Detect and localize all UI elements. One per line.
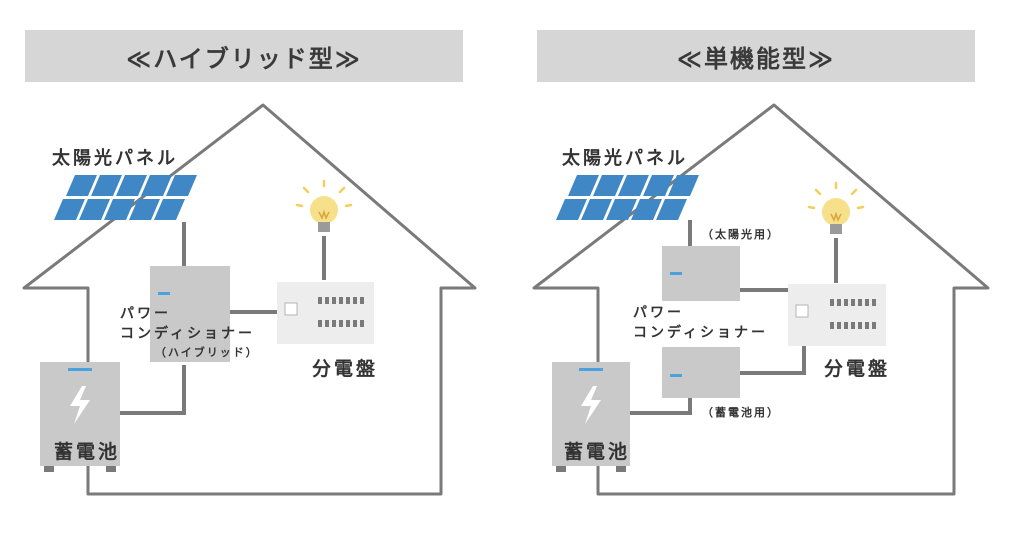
power-conditioner-battery bbox=[662, 347, 740, 398]
distribution-board bbox=[788, 284, 886, 346]
pc-hybrid-tag: （ハイブリッド） bbox=[155, 346, 259, 359]
single-title-bar: ≪単機能型≫ bbox=[537, 30, 975, 82]
house-outline bbox=[22, 103, 477, 496]
hybrid-title-bar: ≪ハイブリッド型≫ bbox=[25, 30, 463, 82]
battery-label: 蓄電池 bbox=[54, 441, 121, 463]
pc-label-line1: パワー bbox=[120, 306, 171, 322]
single-diagram: ≪単機能型≫ bbox=[512, 0, 1024, 538]
power-conditioner-hybrid bbox=[150, 266, 230, 362]
hybrid-diagram: ≪ハイブリッド型≫ bbox=[22, 30, 477, 496]
wires bbox=[120, 222, 326, 415]
lightning-icon bbox=[581, 386, 601, 424]
house-outline bbox=[532, 103, 990, 496]
pc-label-line2: コンディショナー bbox=[120, 326, 256, 342]
distribution-board bbox=[277, 282, 374, 344]
wires bbox=[630, 220, 838, 415]
pc-battery-tag: （蓄電池用） bbox=[702, 406, 780, 419]
single-title: ≪単機能型≫ bbox=[676, 44, 836, 73]
power-conditioner-solar bbox=[662, 246, 740, 301]
hybrid-house-drawing bbox=[22, 103, 477, 496]
distribution-board-label: 分電盤 bbox=[824, 358, 891, 380]
battery-unit bbox=[40, 362, 120, 472]
pc-solar-tag: （太陽光用） bbox=[702, 228, 780, 241]
power-conditioner-label: パワー コンディショナー bbox=[633, 303, 768, 343]
solar-panel-icon bbox=[556, 175, 699, 220]
solar-panel-label: 太陽光パネル bbox=[562, 148, 688, 169]
power-conditioner-label: パワー コンディショナー bbox=[120, 304, 255, 344]
light-bulb-icon bbox=[807, 181, 865, 234]
pc-label-line1: パワー bbox=[633, 305, 684, 321]
solar-panel-label: 太陽光パネル bbox=[52, 148, 178, 169]
pc-label-line2: コンディショナー bbox=[633, 325, 769, 341]
single-house-drawing bbox=[532, 103, 990, 496]
hybrid-title: ≪ハイブリッド型≫ bbox=[126, 44, 362, 73]
distribution-board-label: 分電盤 bbox=[312, 358, 379, 380]
solar-panel-icon bbox=[54, 175, 197, 220]
lightning-icon bbox=[70, 386, 90, 424]
battery-label: 蓄電池 bbox=[564, 441, 631, 463]
light-bulb-icon bbox=[295, 179, 353, 232]
battery-unit bbox=[552, 362, 630, 472]
